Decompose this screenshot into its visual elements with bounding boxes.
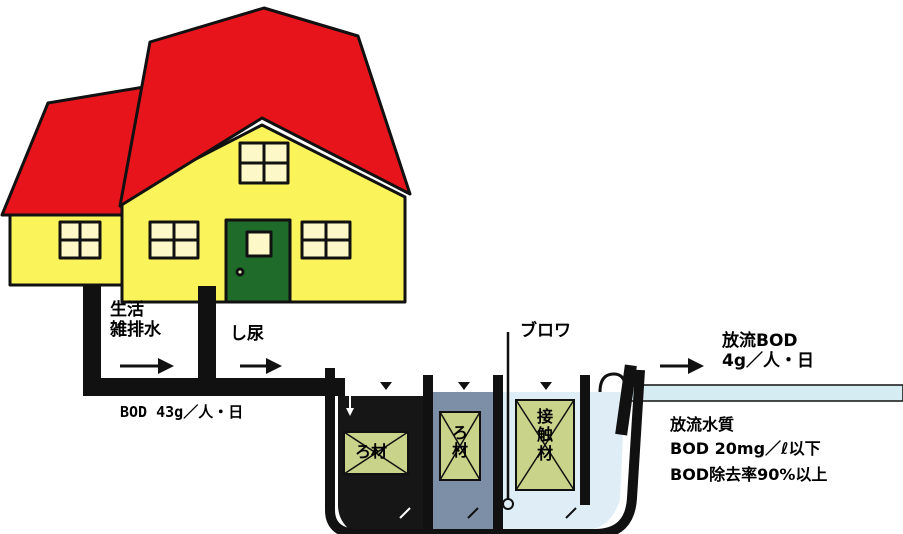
label-outflow-bod: 放流BOD 4g／人・日 [722, 331, 814, 371]
partition-3 [580, 375, 590, 505]
label-bod-inflow: BOD 43g／人・日 [120, 403, 244, 421]
pipe-main-horizontal [83, 378, 345, 396]
tank-flow-arrows [399, 507, 577, 519]
label-media-1: ろ材 [355, 442, 388, 461]
house [0, 6, 412, 304]
main-house-roof [118, 6, 412, 208]
drain-pipes [83, 286, 345, 396]
window-upper [238, 141, 290, 185]
contact-media-block [515, 399, 575, 491]
partition-2 [493, 375, 503, 530]
water-level-markers [380, 382, 552, 390]
window-left-house [58, 220, 102, 260]
septic-tank [325, 332, 903, 534]
pipe-greywater-drop [83, 286, 101, 384]
arrow-nightsoil [240, 358, 282, 374]
label-quality-title: 放流水質 [670, 415, 735, 434]
media-block-1 [343, 431, 409, 475]
arrow-greywater [120, 358, 174, 374]
label-media-2: ろ 材 [452, 423, 469, 461]
window-main-right [300, 220, 352, 260]
window-main-left [148, 220, 200, 260]
blower-pipe [502, 332, 514, 510]
label-quality-line1: BOD 20mg／ℓ以下 [670, 439, 821, 458]
media-block-2 [439, 411, 481, 481]
label-blower: ブロワ [520, 321, 571, 341]
partition-1 [423, 375, 433, 530]
door [224, 218, 292, 304]
label-nightsoil: し尿 [230, 324, 264, 344]
label-greywater: 生活 雑排水 [110, 300, 161, 340]
tank-outline [325, 368, 645, 534]
label-contact-media: 接 触 材 [537, 407, 554, 463]
arrow-outflow [660, 358, 704, 374]
flow-arrows [120, 358, 704, 374]
outlet-water [624, 384, 903, 402]
pipe-nightsoil-drop [198, 286, 216, 384]
label-quality-line2: BOD除去率90%以上 [670, 465, 828, 484]
